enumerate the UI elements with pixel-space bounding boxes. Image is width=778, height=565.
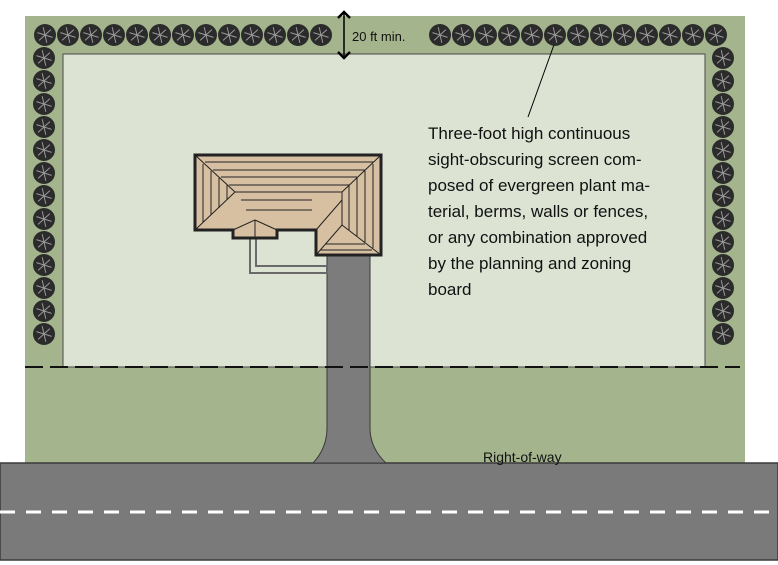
screen-note-line: by the planning and zoning — [428, 254, 631, 273]
house-roof — [193, 153, 383, 257]
shrub — [103, 24, 125, 46]
shrub — [33, 70, 55, 92]
inner-lot-area — [62, 53, 706, 368]
shrub — [712, 93, 734, 115]
shrub — [521, 24, 543, 46]
screen-note: Three-foot high continuous sight-obscuri… — [428, 124, 655, 299]
road — [0, 462, 778, 561]
shrub — [712, 162, 734, 184]
shrub — [33, 116, 55, 138]
shrub — [712, 70, 734, 92]
shrub — [241, 24, 263, 46]
shrub — [498, 24, 520, 46]
shrub — [659, 24, 681, 46]
setback-dimension — [337, 10, 351, 60]
shrub — [218, 24, 240, 46]
driveway — [311, 251, 388, 464]
shrub — [33, 300, 55, 322]
shrub — [80, 24, 102, 46]
shrub — [126, 24, 148, 46]
shrub — [33, 277, 55, 299]
shrub — [712, 300, 734, 322]
shrub — [636, 24, 658, 46]
shrub — [712, 254, 734, 276]
right-of-way-label: Right-of-way — [483, 449, 562, 465]
screen-note-line: terial, berms, walls or fences, — [428, 202, 648, 221]
shrub — [33, 93, 55, 115]
shrub — [712, 185, 734, 207]
shrub — [712, 277, 734, 299]
shrub — [33, 139, 55, 161]
shrub — [195, 24, 217, 46]
shrub — [310, 24, 332, 46]
shrub — [34, 24, 56, 46]
shrub — [287, 24, 309, 46]
shrub — [712, 208, 734, 230]
shrub — [172, 24, 194, 46]
shrub — [712, 116, 734, 138]
shrub — [264, 24, 286, 46]
shrub — [544, 24, 566, 46]
setback-label: 20 ft min. — [352, 29, 405, 44]
screen-note-line: or any combination approved — [428, 228, 647, 247]
shrub — [33, 254, 55, 276]
shrub — [429, 24, 451, 46]
shrub — [33, 185, 55, 207]
shrub — [452, 24, 474, 46]
shrub — [33, 47, 55, 69]
shrub — [712, 323, 734, 345]
shrub — [57, 24, 79, 46]
shrub — [567, 24, 589, 46]
screen-note-line: Three-foot high continuous — [428, 124, 630, 143]
screen-note-line: board — [428, 280, 471, 299]
shrub — [613, 24, 635, 46]
shrub — [33, 208, 55, 230]
shrub — [33, 162, 55, 184]
shrub — [33, 323, 55, 345]
screen-note-line: posed of evergreen plant ma- — [428, 176, 650, 195]
shrub — [475, 24, 497, 46]
note-leader-line — [527, 41, 556, 118]
shrub — [712, 231, 734, 253]
shrub — [590, 24, 612, 46]
shrub — [705, 24, 727, 46]
shrub — [712, 47, 734, 69]
screen-note-line: sight-obscuring screen com- — [428, 150, 642, 169]
evergreen-screen — [33, 24, 734, 345]
shrub — [712, 139, 734, 161]
shrub — [33, 231, 55, 253]
shrub — [149, 24, 171, 46]
shrub — [682, 24, 704, 46]
